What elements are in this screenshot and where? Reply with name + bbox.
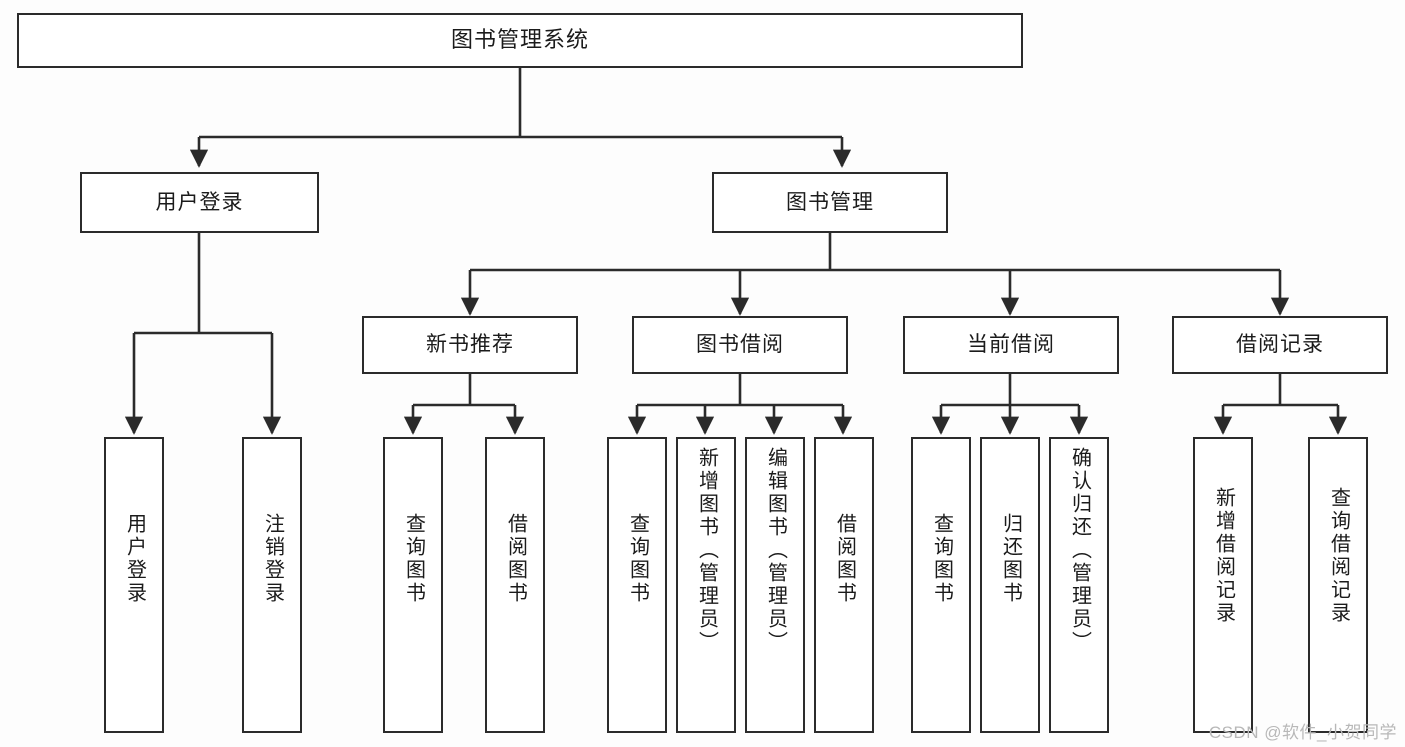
leaf-borrow-book-recommend[interactable]: 借阅图书: [485, 437, 545, 733]
leaf-confirm-return-admin[interactable]: 确认归还（管理员）: [1049, 437, 1109, 733]
leaf-borrow-book[interactable]: 借阅图书: [814, 437, 874, 733]
node-label: 新增图书（管理员）: [695, 447, 718, 654]
node-book-management[interactable]: 图书管理: [712, 172, 948, 233]
leaf-user-login[interactable]: 用户登录: [104, 437, 164, 733]
node-label: 归还图书: [999, 513, 1022, 605]
node-label: 借阅图书: [833, 513, 856, 605]
node-label: 确认归还（管理员）: [1068, 447, 1091, 654]
node-label: 图书管理系统: [450, 27, 589, 53]
leaf-query-book-current[interactable]: 查询图书: [911, 437, 971, 733]
node-label: 查询图书: [930, 513, 953, 605]
node-label: 新书推荐: [426, 333, 514, 357]
node-label: 用户登录: [155, 190, 244, 214]
leaf-add-book-admin[interactable]: 新增图书（管理员）: [676, 437, 736, 733]
watermark: CSDN @软件_小贺同学: [1208, 723, 1397, 742]
leaf-query-book-recommend[interactable]: 查询图书: [383, 437, 443, 733]
node-label: 查询借阅记录: [1327, 487, 1350, 625]
node-label: 当前借阅: [967, 333, 1055, 357]
node-label: 查询图书: [626, 513, 649, 605]
node-label: 借阅记录: [1236, 333, 1324, 357]
node-root-book-management-system[interactable]: 图书管理系统: [17, 13, 1023, 68]
node-label: 编辑图书（管理员）: [764, 447, 787, 654]
leaf-return-book[interactable]: 归还图书: [980, 437, 1040, 733]
node-book-borrow[interactable]: 图书借阅: [632, 316, 848, 374]
node-new-book-recommend[interactable]: 新书推荐: [362, 316, 578, 374]
node-label: 图书借阅: [696, 333, 784, 357]
node-label: 图书管理: [786, 190, 874, 214]
node-borrow-record[interactable]: 借阅记录: [1172, 316, 1388, 374]
leaf-query-borrow-record[interactable]: 查询借阅记录: [1308, 437, 1368, 733]
node-label: 新增借阅记录: [1212, 487, 1235, 625]
leaf-logout-login[interactable]: 注销登录: [242, 437, 302, 733]
node-label: 查询图书: [402, 513, 425, 605]
node-label: 借阅图书: [504, 513, 527, 605]
node-current-borrow[interactable]: 当前借阅: [903, 316, 1119, 374]
node-label: 用户登录: [123, 513, 146, 605]
leaf-query-book-borrow[interactable]: 查询图书: [607, 437, 667, 733]
leaf-add-borrow-record[interactable]: 新增借阅记录: [1193, 437, 1253, 733]
node-user-login[interactable]: 用户登录: [80, 172, 319, 233]
node-label: 注销登录: [261, 513, 284, 605]
leaf-edit-book-admin[interactable]: 编辑图书（管理员）: [745, 437, 805, 733]
